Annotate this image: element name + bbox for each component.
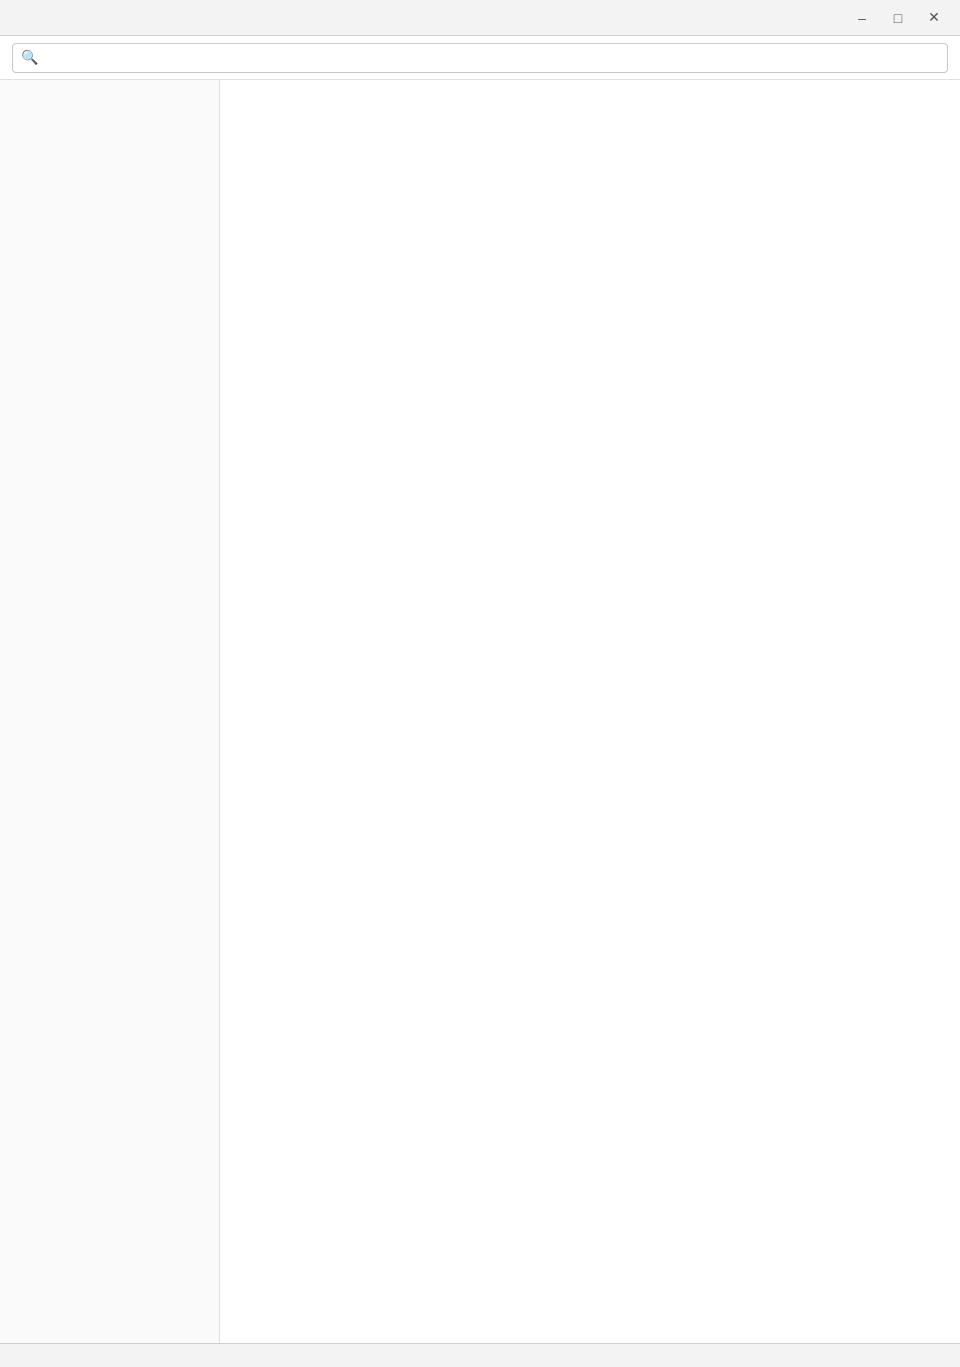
search-input[interactable] (44, 50, 939, 65)
status-bar (0, 1343, 960, 1367)
search-box: 🔍 (12, 42, 948, 73)
maximize-icon[interactable]: □ (893, 9, 903, 26)
search-icon: 🔍 (21, 49, 39, 65)
close-icon[interactable]: ✕ (928, 9, 940, 25)
title-bar: – □ ✕ (0, 0, 960, 36)
sidebar (0, 80, 220, 1343)
toolbar: 🔍 (0, 36, 960, 80)
main-panel (220, 80, 960, 1343)
minimize-icon[interactable]: – (858, 9, 866, 26)
content-area (0, 80, 960, 1343)
